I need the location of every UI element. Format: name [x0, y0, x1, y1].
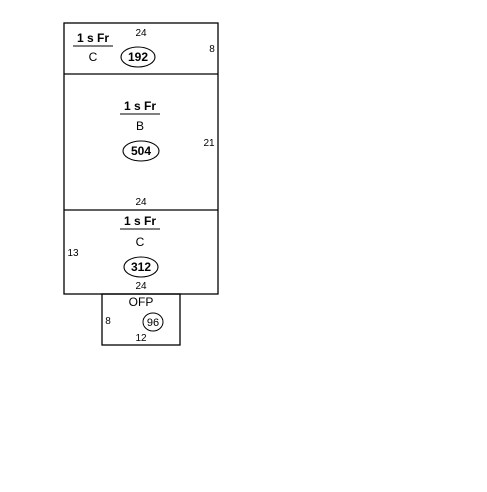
section-lower: 1 s Fr C 312 13 24 [67, 214, 160, 292]
section-middle: 1 s Fr B 504 21 24 [120, 99, 215, 208]
section-middle-dim-bottom: 24 [135, 197, 147, 208]
section-porch-area: 96 [147, 317, 159, 329]
section-top-area: 192 [128, 50, 148, 64]
section-porch-dim-left: 8 [105, 316, 111, 327]
section-porch-dim-bottom: 12 [135, 333, 147, 344]
porch-outline [101, 293, 181, 346]
section-middle-area-ellipse [122, 140, 160, 162]
section-top-label: 1 s Fr [77, 31, 109, 45]
section-lower-area-ellipse [123, 256, 159, 278]
section-middle-dim-right: 21 [203, 138, 215, 149]
section-lower-dim-bottom: 24 [135, 281, 147, 292]
section-lower-dim-left: 13 [67, 248, 79, 259]
section-lower-label: 1 s Fr [124, 214, 156, 228]
section-top: 1 s Fr C 192 24 8 [73, 28, 215, 68]
section-middle-label: 1 s Fr [124, 99, 156, 113]
section-middle-sublabel: B [136, 119, 144, 133]
section-lower-area: 312 [131, 260, 151, 274]
section-top-dim-right: 8 [209, 44, 215, 55]
section-porch-area-ellipse [142, 312, 164, 332]
section-top-dim-top: 24 [135, 28, 147, 39]
section-top-sublabel: C [89, 50, 98, 64]
section-lower-sublabel: C [136, 235, 145, 249]
section-middle-area: 504 [131, 144, 151, 158]
section-top-area-ellipse [120, 46, 156, 68]
section-porch: OFP 96 8 12 [105, 295, 164, 344]
section-porch-label: OFP [129, 295, 154, 309]
